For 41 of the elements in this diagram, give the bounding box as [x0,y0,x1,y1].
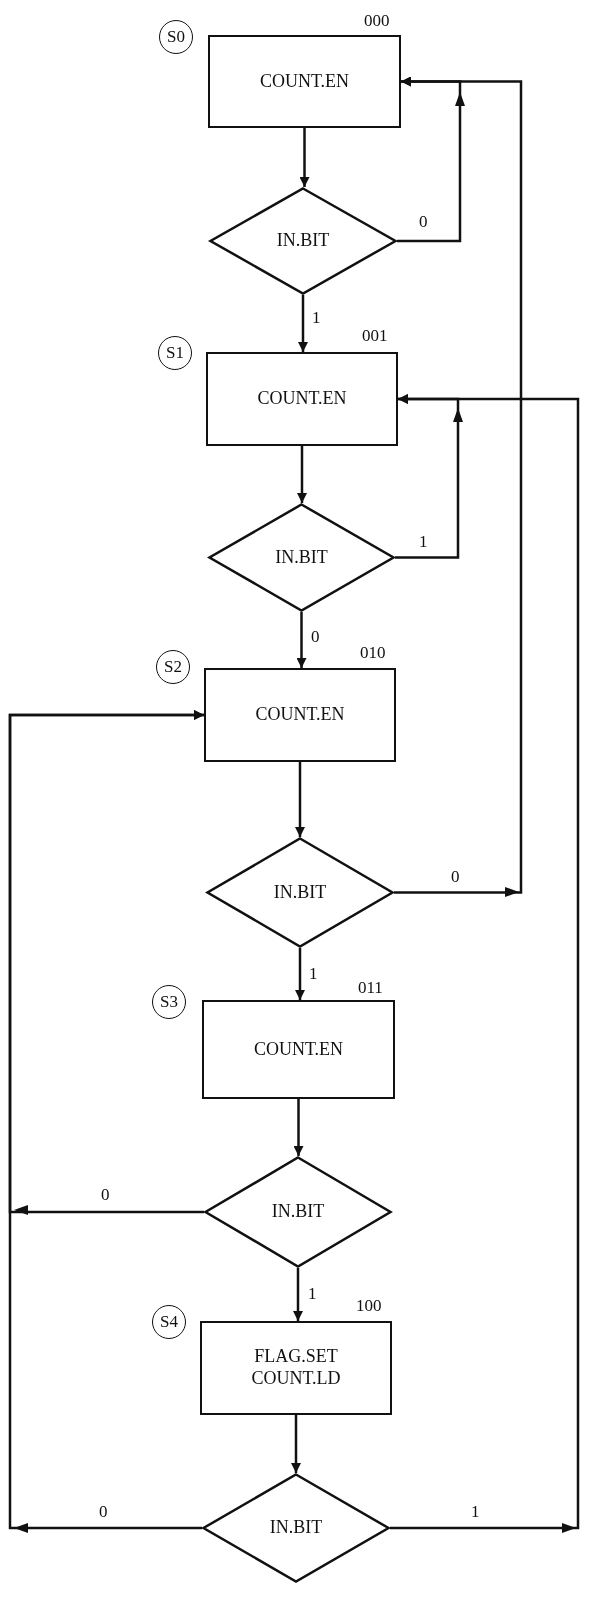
state-label: S0 [159,20,193,54]
edge-label: 0 [98,1503,109,1520]
edge-label: 0 [100,1186,111,1203]
edge-label: 1 [418,533,429,550]
state-code: 100 [356,1297,382,1314]
edge-label: 1 [311,309,322,326]
process-box [200,1321,392,1415]
process-box [204,668,396,762]
state-label: S3 [152,985,186,1019]
node-text: COUNT.EN [253,1038,344,1061]
decision-diamond [209,187,397,295]
state-code: 010 [360,644,386,661]
state-code: 001 [362,327,388,344]
edge-label: 1 [308,965,319,982]
state-label: S4 [152,1305,186,1339]
edge-label: 0 [310,628,321,645]
node-text: COUNT.EN [255,704,345,726]
node-text: IN.BIT [269,1517,323,1539]
node-text: COUNT.LD [251,1368,341,1390]
decision-diamond [202,1473,390,1583]
node-text: IN.BIT [275,546,328,569]
edge-label: 1 [307,1285,318,1302]
edge-label: 1 [470,1503,481,1520]
process-box [208,35,401,128]
decision-diamond [204,1156,392,1268]
node-text: FLAG.SET [254,1346,338,1368]
edge-label: 0 [418,213,429,230]
decision-diamond [206,837,394,948]
node-text: COUNT.EN [259,70,350,93]
state-code: 011 [358,979,383,996]
decision-diamond [208,503,395,612]
process-box [206,352,398,446]
state-label: S1 [158,336,192,370]
edge-label: 0 [450,868,461,885]
node-text: IN.BIT [276,230,330,252]
node-text: COUNT.EN [257,388,347,410]
state-label: S2 [156,650,190,684]
node-text: IN.BIT [271,1201,325,1223]
node-text: IN.BIT [273,881,327,904]
process-box [202,1000,395,1099]
state-code: 000 [364,12,390,29]
